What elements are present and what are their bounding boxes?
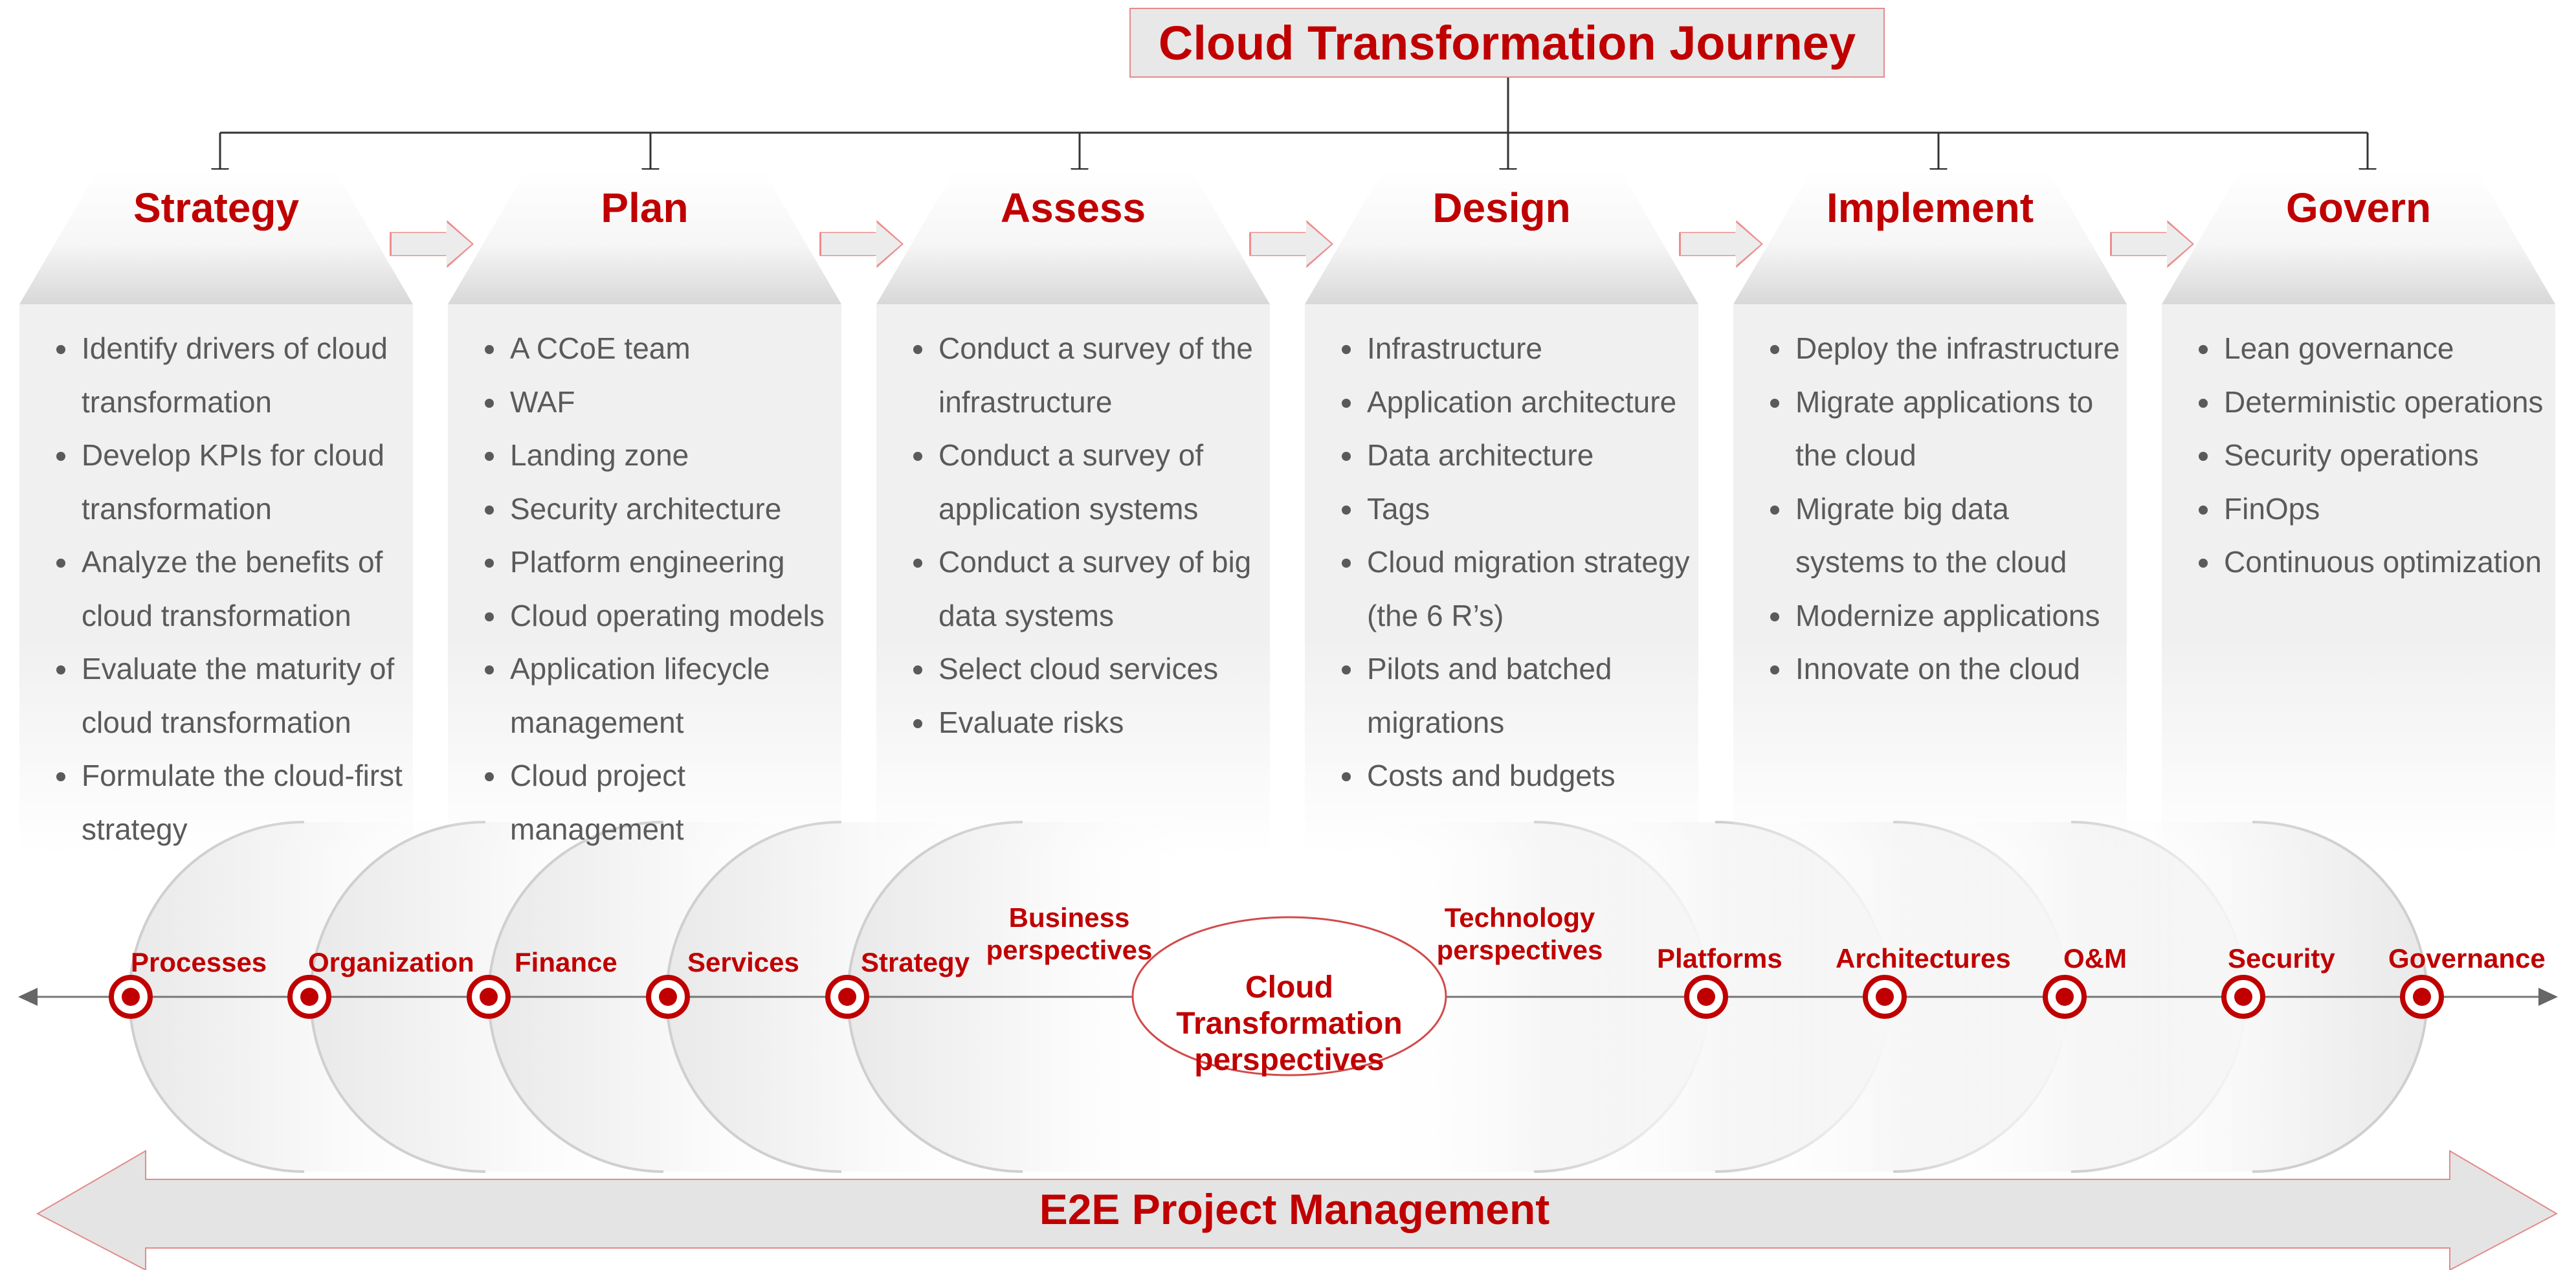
perspective-label-finance: Finance: [515, 947, 617, 977]
business-perspectives-label: Business perspectives: [986, 902, 1153, 965]
stage-item: Deploy the infrastructure: [1793, 322, 2123, 375]
stage-item: Infrastructure: [1364, 322, 1694, 375]
stage-item: Continuous optimization: [2221, 535, 2551, 589]
e2e-project-management-label: E2E Project Management: [1039, 1185, 1550, 1233]
stage-items: Identify drivers of cloud transformation…: [40, 322, 409, 856]
technology-perspectives-label: Technology perspectives: [1436, 902, 1603, 965]
stage-item: Landing zone: [507, 429, 838, 482]
stage-item: WAF: [507, 375, 838, 429]
stage-item: Cloud project management: [507, 749, 838, 856]
stage-items: Conduct a survey of the infrastructure C…: [897, 322, 1266, 749]
stage-item: Conduct a survey of big data systems: [936, 535, 1266, 642]
perspective-label-platforms: Platforms: [1657, 943, 1782, 974]
stage-item: Conduct a survey of application systems: [936, 429, 1266, 535]
stage-item: A CCoE team: [507, 322, 838, 375]
stage-body: [876, 304, 1270, 856]
perspective-label-security: Security: [2228, 943, 2335, 974]
stage-item: Security operations: [2221, 429, 2551, 482]
perspective-label-processes: Processes: [131, 947, 267, 977]
stage-title: Assess: [1000, 184, 1146, 231]
marker-governance: [2400, 975, 2444, 1019]
marker-platforms: [1684, 975, 1728, 1019]
perspective-label-governance: Governance: [2388, 943, 2546, 974]
stage-body: [1733, 304, 2127, 856]
marker-organization: [287, 975, 331, 1019]
stage-title: Design: [1432, 184, 1571, 231]
stage-body: [448, 304, 841, 856]
page-title: Cloud Transformation Journey: [1129, 8, 1885, 78]
stage-items: A CCoE team WAF Landing zone Security ar…: [469, 322, 838, 856]
marker-om: [2043, 975, 2087, 1019]
stage-item: Modernize applications: [1793, 589, 2123, 643]
stage-item: Evaluate the maturity of cloud transform…: [79, 642, 409, 749]
stage-items: Infrastructure Application architecture …: [1326, 322, 1694, 803]
stage-title: Govern: [2285, 184, 2432, 231]
stage-item: Deterministic operations: [2221, 375, 2551, 429]
stage-item: Cloud operating models: [507, 589, 838, 643]
stage-item: Innovate on the cloud: [1793, 642, 2123, 696]
stage-item: Formulate the cloud-first strategy: [79, 749, 409, 856]
e2e-double-arrow: [36, 1150, 2559, 1270]
marker-finance: [467, 975, 511, 1019]
perspective-label-organization: Organization: [308, 947, 474, 977]
perspective-label-strategy: Strategy: [861, 947, 970, 977]
stage-item: Migrate applications to the cloud: [1793, 375, 2123, 482]
stage-item: Application architecture: [1364, 375, 1694, 429]
stage-head: [876, 170, 1270, 304]
perspective-label-services: Services: [687, 947, 799, 977]
stage-body: [2162, 304, 2555, 856]
stage-title: Strategy: [133, 184, 300, 231]
axis-markers: [109, 975, 2444, 1019]
stage-items: Lean governance Deterministic operations…: [2182, 322, 2551, 589]
stage-item: Cloud migration strategy (the 6 R’s): [1364, 535, 1694, 642]
stage-plan: Plan A CCoE team WAF Landing zone Securi…: [448, 170, 841, 856]
marker-security: [2221, 975, 2265, 1019]
stage-item: Conduct a survey of the infrastructure: [936, 322, 1266, 429]
stage-item: FinOps: [2221, 482, 2551, 536]
stage-item: Security architecture: [507, 482, 838, 536]
stage-implement: Implement Deploy the infrastructure Migr…: [1733, 170, 2127, 856]
stage-title: Plan: [601, 184, 689, 231]
stage-item: Costs and budgets: [1364, 749, 1694, 803]
stage-strategy: Strategy Identify drivers of cloud trans…: [19, 170, 413, 856]
perspective-label-architectures: Architectures: [1836, 943, 2011, 974]
stage-item: Identify drivers of cloud transformation: [79, 322, 409, 429]
stage-item: Analyze the benefits of cloud transforma…: [79, 535, 409, 642]
stage-item: Application lifecycle management: [507, 642, 838, 749]
stage-item: Pilots and batched migrations: [1364, 642, 1694, 749]
stage-item: Tags: [1364, 482, 1694, 536]
stage-title: Implement: [1826, 184, 2034, 231]
stage-body: [19, 304, 413, 856]
stage-body: [1305, 304, 1698, 856]
stage-item: Evaluate risks: [936, 696, 1266, 750]
connector-tree: [219, 78, 2369, 168]
marker-architectures: [1863, 975, 1907, 1019]
stage-item: Migrate big data systems to the cloud: [1793, 482, 2123, 589]
stage-design: Design Infrastructure Application archit…: [1305, 170, 1698, 856]
stage-govern: Govern Lean governance Deterministic ope…: [2162, 170, 2555, 856]
center-perspectives-label: Cloud Transformation perspectives: [1176, 970, 1403, 1077]
stage-assess: Assess Conduct a survey of the infrastru…: [876, 170, 1270, 856]
stage-items: Deploy the infrastructure Migrate applic…: [1754, 322, 2123, 696]
stage-item: Lean governance: [2221, 322, 2551, 375]
stage-item: Data architecture: [1364, 429, 1694, 482]
stage-item: Develop KPIs for cloud transformation: [79, 429, 409, 535]
stage-item: Platform engineering: [507, 535, 838, 589]
stage-item: Select cloud services: [936, 642, 1266, 696]
perspective-label-om: O&M: [2063, 943, 2127, 974]
marker-strategy: [825, 975, 869, 1019]
marker-processes: [109, 975, 153, 1019]
marker-services: [646, 975, 690, 1019]
center-ellipse: [1131, 916, 1447, 1076]
